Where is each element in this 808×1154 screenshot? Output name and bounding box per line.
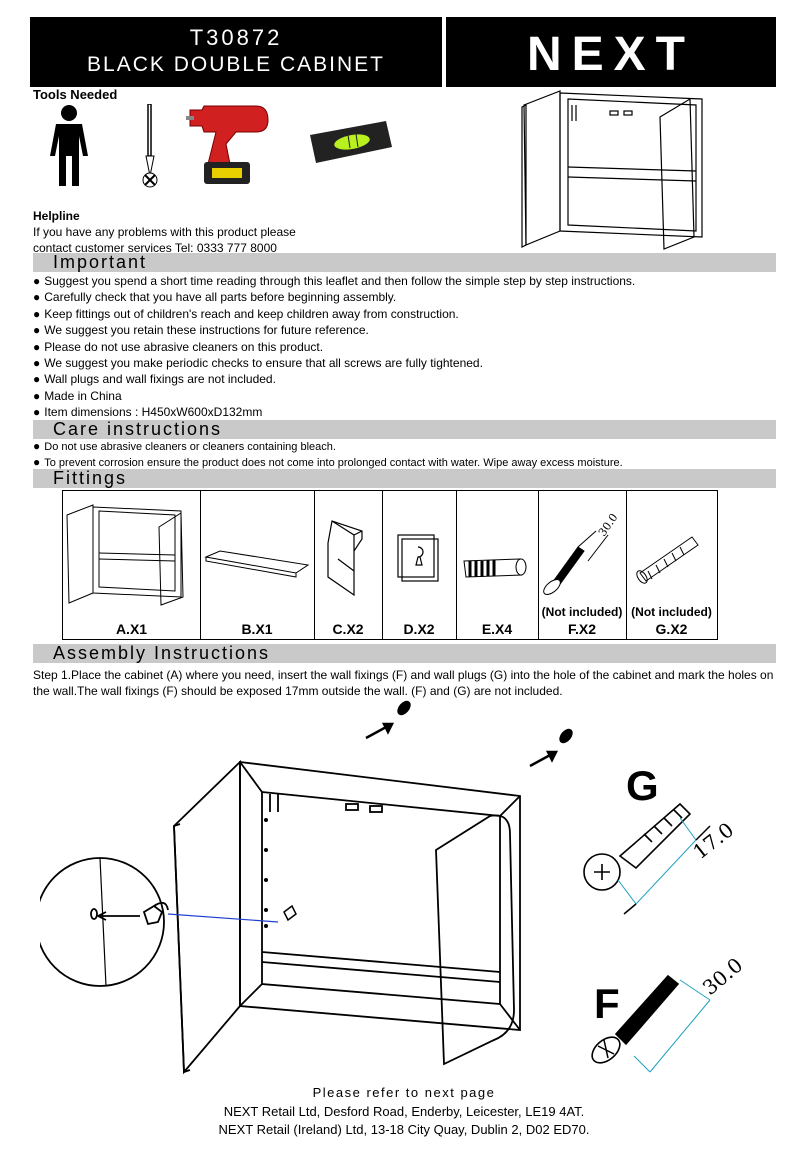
important-item: Wall plugs and wall fixings are not incl…	[33, 371, 635, 387]
part-label: B.X1	[241, 621, 273, 637]
fittings-heading: Fittings	[53, 468, 128, 488]
part-a: A.X1	[63, 491, 201, 639]
part-label: F.X2	[567, 621, 596, 637]
part-label: E.X4	[481, 621, 513, 637]
important-item: We suggest you make periodic checks to e…	[33, 355, 635, 371]
important-list: Suggest you spend a short time reading t…	[33, 273, 635, 421]
address-ireland: NEXT Retail (Ireland) Ltd, 13-18 City Qu…	[218, 1122, 590, 1137]
important-item: Keep fittings out of children's reach an…	[33, 306, 635, 322]
brand-logo: NEXT	[526, 28, 695, 81]
part-f: 30.0 (Not included) F.X2	[538, 491, 627, 639]
cabinet-illustration	[521, 90, 703, 250]
fittings-table: A.X1 B.X1 C.X2 D.X2	[62, 490, 718, 640]
care-heading: Care instructions	[53, 419, 223, 439]
assembly-bar: Assembly Instructions	[33, 643, 776, 663]
spirit-level-icon	[310, 121, 392, 163]
part-label: G.X2	[655, 621, 688, 637]
label-f: F	[594, 980, 620, 1027]
label-g: G	[626, 762, 659, 809]
wall-plug-part-icon	[636, 536, 699, 584]
part-label: A.X1	[115, 621, 148, 637]
part-d: D.X2	[382, 491, 457, 639]
hanger-part-icon	[397, 534, 439, 582]
product-code: T30872	[189, 25, 283, 50]
product-title: BLACK DOUBLE CABINET	[87, 53, 385, 76]
important-heading: Important	[53, 252, 148, 272]
part-note: (Not included)	[631, 605, 712, 619]
important-item: Please do not use abrasive cleaners on t…	[33, 339, 635, 355]
brand-box: NEXT	[446, 17, 776, 87]
shelf-part-icon	[204, 550, 310, 578]
cabinet-part-icon	[66, 504, 184, 606]
part-label: D.X2	[403, 621, 435, 637]
helpline-line2: contact customer services Tel: 0333 777 …	[33, 241, 277, 255]
screwdriver-icon	[142, 104, 158, 188]
part-g: (Not included) G.X2	[626, 491, 717, 639]
drill-icon	[186, 105, 269, 184]
care-item: Do not use abrasive cleaners or cleaners…	[33, 438, 623, 454]
fittings-bar: Fittings	[33, 468, 776, 488]
address-uk: NEXT Retail Ltd, Desford Road, Enderby, …	[223, 1104, 585, 1119]
care-list: Do not use abrasive cleaners or cleaners…	[33, 438, 623, 470]
part-note: (Not included)	[541, 605, 623, 619]
dimension-f: 30.0	[698, 953, 748, 1000]
part-b: B.X1	[200, 491, 315, 639]
care-bar: Care instructions	[33, 419, 776, 439]
important-item: Suggest you spend a short time reading t…	[33, 273, 635, 289]
important-item: Carefully check that you have all parts …	[33, 289, 635, 305]
helpline-heading: Helpline	[33, 209, 80, 223]
tools-heading: Tools Needed	[33, 87, 118, 102]
assembly-heading: Assembly Instructions	[53, 643, 271, 663]
important-item: Made in China	[33, 388, 635, 404]
part-label: C.X2	[332, 621, 364, 637]
screw-dimension: 30.0	[596, 511, 621, 539]
assembly-step-1: Step 1.Place the cabinet (A) where you n…	[33, 668, 774, 698]
person-icon	[50, 105, 88, 186]
important-bar: Important	[33, 252, 776, 272]
assembly-diagram: G 17.0 F 30.0	[40, 700, 748, 1075]
dowel-part-icon	[463, 558, 527, 578]
next-page-note: Please refer to next page	[312, 1085, 496, 1100]
part-c: C.X2	[314, 491, 383, 639]
helpline-line1: If you have any problems with this produ…	[33, 225, 296, 239]
screw-part-icon: 30.0	[543, 511, 621, 595]
dimension-g: 17.0	[688, 818, 738, 864]
part-e: E.X4	[456, 491, 539, 639]
header-title-box: T30872 BLACK DOUBLE CABINET	[30, 17, 442, 87]
care-item: To prevent corrosion ensure the product …	[33, 454, 622, 470]
bracket-part-icon	[327, 520, 363, 597]
important-item: We suggest you retain these instructions…	[33, 322, 635, 338]
important-item: Item dimensions : H450xW600xD132mm	[33, 404, 635, 420]
